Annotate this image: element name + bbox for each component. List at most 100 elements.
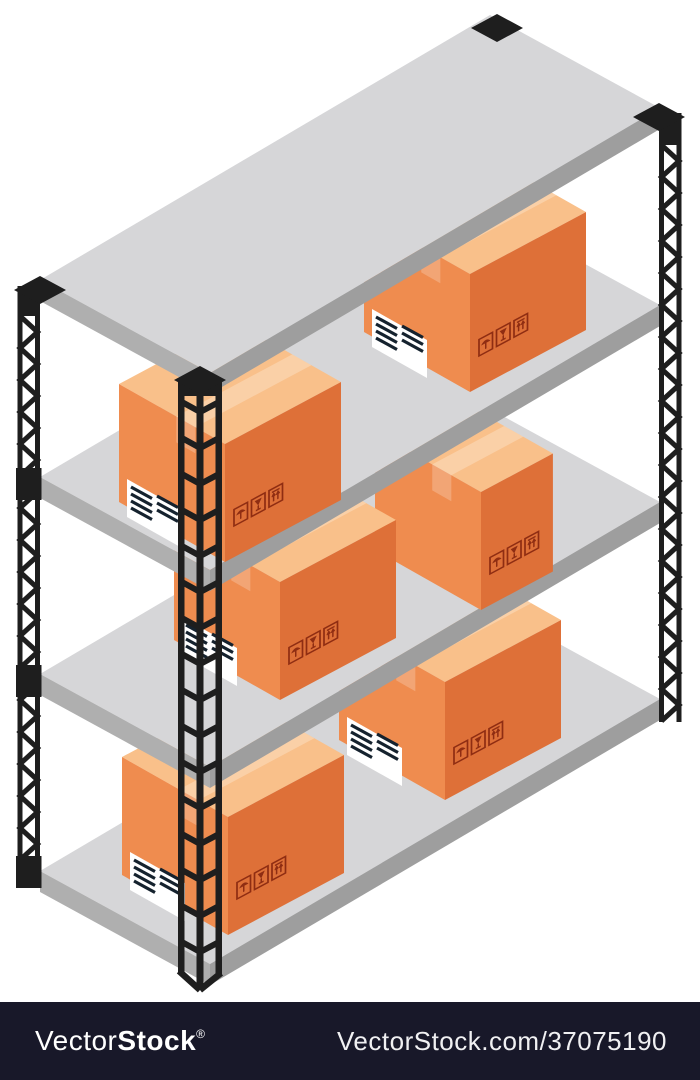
up-arrow-head [271,492,276,498]
box-right-face [445,620,561,800]
truss-rung-right [198,903,221,919]
truss-rung-left [179,542,202,559]
up-arrow-head [275,489,281,495]
post-rail [196,392,204,990]
post-base-edge [176,968,203,993]
keep-dry-umbrella-icon [453,738,469,766]
truss-rung-right [198,579,221,595]
glass-bowl [474,735,482,744]
watermark-bar: VectorStock® VectorStock.com/37075190 [0,1002,700,1080]
shelf-1 [40,15,660,394]
truss-rung-left [179,398,202,415]
label-address-line [130,485,153,500]
symbol-frame [236,873,252,901]
post-cap [174,366,226,394]
shelf-joint [16,468,42,500]
glass-bowl [309,635,317,644]
box-tape-strip [432,425,524,476]
symbol-frame [271,855,287,882]
post-base-edge [197,970,224,993]
umbrella-dome [236,509,246,516]
truss-rung-left [179,938,202,955]
symbol-frame [488,720,504,747]
symbol-frame [513,312,529,339]
label-address-line [401,338,424,353]
label-address-line [375,322,398,337]
fragile-glass-icon [250,491,266,518]
glass-base [258,880,264,885]
this-way-up-arrows-icon [513,312,529,339]
fragile-glass-icon [470,729,486,756]
up-arrow-head [330,627,336,633]
symbol-frame [233,500,249,528]
umbrella-dome [239,882,249,889]
truss-lattice [16,314,42,878]
keep-dry-umbrella-icon [288,638,304,666]
truss-rung-right [198,615,221,631]
label-address-line [375,315,398,330]
box-tape-tab [432,464,452,502]
keep-dry-umbrella-icon [489,548,505,576]
this-way-up-arrows-icon [488,720,504,747]
truss-rung-left [179,830,202,847]
shipping-label [127,479,182,548]
box-top-face [119,322,341,444]
label-address-line [133,865,156,880]
truss-rung-left [179,722,202,739]
label-address-line [133,872,156,887]
shelf-joint [16,665,42,697]
glass-bowl [510,545,518,554]
umbrella-dome [492,557,502,564]
truss-rung-right [198,471,221,487]
truss-rung-left [179,578,202,595]
glass-base [475,745,481,750]
truss-rung-left [179,506,202,523]
label-address-line [376,732,399,747]
warehouse-rack-illustration [14,14,685,993]
label-address-line [376,746,399,761]
glass-bowl [257,870,265,879]
glass-bowl [254,497,262,506]
up-bar [516,317,525,324]
post-rail [676,145,682,722]
label-address-line [159,874,182,889]
label-address-line [375,329,398,344]
symbol-frame [250,491,266,518]
truss-rung-left [179,470,202,487]
post-rail [178,392,185,973]
shelf-joint [16,856,42,888]
glass-base [310,645,316,650]
shelf-side-right-face [210,108,660,394]
shipping-label [182,617,237,686]
post-cap [633,103,685,131]
umbrella-dome [291,647,301,654]
label-address-line [376,739,399,754]
shipping-label [372,309,427,378]
shelf-side-right-face [210,305,660,591]
symbol-frame [305,629,321,656]
label-address-line [130,499,153,514]
this-way-up-arrows-icon [268,482,284,509]
label-address-line [350,737,373,752]
shelf-side-left-face [40,674,210,788]
truss-rung-left [179,758,202,775]
rack-post-left [14,276,66,888]
glass-base [511,555,517,560]
truss-lattice [657,143,683,723]
post-rail [17,316,23,885]
rack-post-front [174,366,226,993]
symbol-frame [253,864,269,891]
box-right-face [225,382,341,562]
up-bar [271,487,280,494]
truss-rung-right [198,399,221,415]
shipping-label [130,852,185,921]
this-way-up-arrows-icon [323,620,339,647]
truss-rung-left [179,434,202,451]
shipping-label [347,717,402,786]
shelf-side-left-face [40,871,210,985]
truss-rung-right [198,759,221,775]
up-arrow-head [495,727,501,733]
keep-dry-umbrella-icon [233,500,249,528]
up-bar [326,625,335,632]
label-address-line [133,879,156,894]
